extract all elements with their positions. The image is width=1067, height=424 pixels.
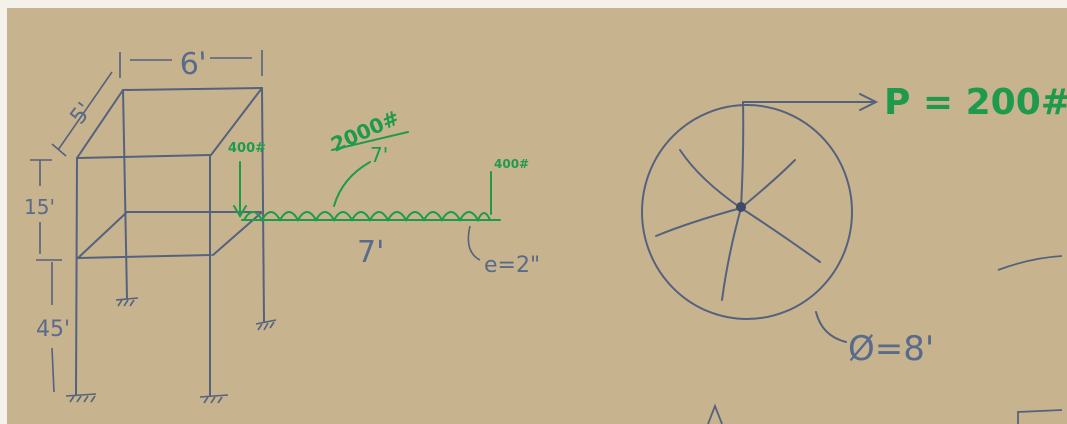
edge-marks — [707, 255, 1063, 424]
frame-top-left-edge — [76, 89, 124, 159]
distributed-load-per: 7' — [370, 143, 388, 167]
spoke-3 — [740, 159, 796, 209]
force-label: P = 200# — [884, 82, 1067, 123]
frame-dimensions — [30, 50, 263, 393]
fixed-supports — [65, 297, 277, 404]
spoke-6 — [740, 207, 821, 263]
eccentricity-leader — [467, 225, 481, 261]
support-back-right — [255, 319, 277, 331]
dim-lower-height-label: 45' — [36, 317, 70, 342]
dim-width-label: 6' — [179, 46, 208, 82]
frame-structure — [75, 87, 265, 396]
board-surface — [7, 8, 1067, 424]
bottom-right-bracket — [1017, 409, 1063, 424]
wheel-hub — [736, 202, 746, 212]
frame-top-front-edge — [76, 154, 211, 159]
load-left-arrow — [233, 161, 247, 218]
dim-depth-line — [57, 71, 113, 151]
force-arrow-head — [859, 93, 879, 111]
frame-top-right-edge — [210, 87, 263, 156]
frame-top-back-edge — [122, 87, 263, 91]
column-back-left — [122, 89, 128, 299]
frame-mid-left-edge — [77, 211, 128, 259]
cantilever-beam — [233, 131, 501, 223]
diameter-leader — [815, 311, 847, 343]
support-front-left — [65, 393, 97, 403]
diameter-label: Ø=8' — [848, 329, 934, 369]
dim-upper-height-label: 15' — [24, 195, 55, 219]
right-edge-stroke — [997, 255, 1063, 271]
wheel-rim — [641, 104, 853, 320]
distributed-load-coils — [243, 211, 491, 223]
dim-depth-tick — [51, 143, 67, 157]
dim-lower-line-b — [51, 347, 55, 393]
spoke-1 — [740, 101, 745, 209]
frame-mid-front-edge — [77, 254, 212, 259]
spoke-2 — [679, 149, 742, 209]
bottom-arrow-tip — [707, 403, 723, 424]
beam-length-label: 7' — [357, 235, 384, 270]
support-front-right — [199, 394, 229, 404]
distributed-label-leader — [333, 161, 371, 207]
load-right-label: 400# — [494, 157, 529, 171]
load-left-label: 400# — [228, 141, 266, 156]
eccentricity-label: e=2" — [484, 253, 540, 278]
column-front-left — [75, 157, 78, 396]
spoke-5 — [721, 207, 742, 301]
column-back-right — [261, 87, 265, 323]
spoke-4 — [655, 207, 742, 237]
support-back-left — [115, 297, 139, 307]
wheel-figure — [641, 93, 879, 343]
distributed-label-fraction-bar — [331, 131, 409, 151]
